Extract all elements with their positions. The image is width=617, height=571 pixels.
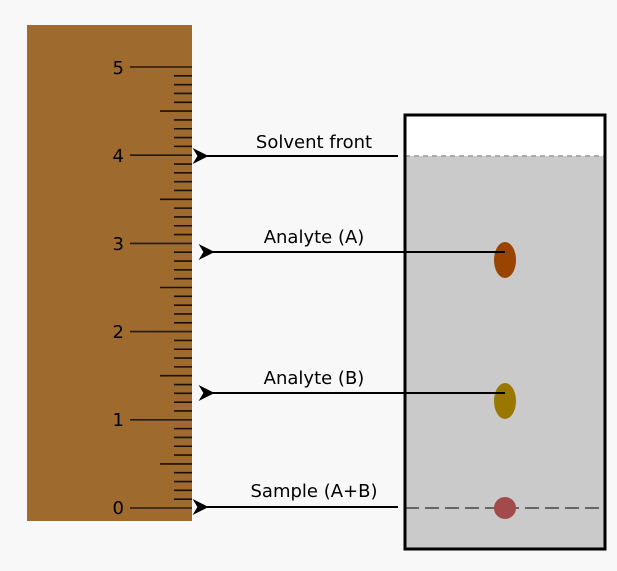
spot-analyte-a [494, 242, 516, 278]
label-analyte-b: Analyte (B) [264, 368, 365, 389]
tick-label-1: 1 [113, 410, 124, 431]
chamber-border [403, 113, 607, 551]
tick-label-4: 4 [113, 146, 124, 167]
label-analyte-a: Analyte (A) [264, 227, 365, 248]
tick-label-0: 0 [113, 498, 124, 519]
tlc-plate-wet [405, 156, 605, 549]
tick-label-2: 2 [113, 322, 124, 343]
tick-label-5: 5 [113, 58, 124, 79]
ruler [27, 25, 192, 521]
label-sample: Sample (A+B) [250, 481, 377, 502]
tick-label-3: 3 [113, 234, 124, 255]
ruler-ticks [130, 66, 192, 509]
label-solvent-front: Solvent front [256, 132, 372, 153]
spot-analyte-b [494, 383, 516, 419]
spot-sample [494, 497, 516, 519]
